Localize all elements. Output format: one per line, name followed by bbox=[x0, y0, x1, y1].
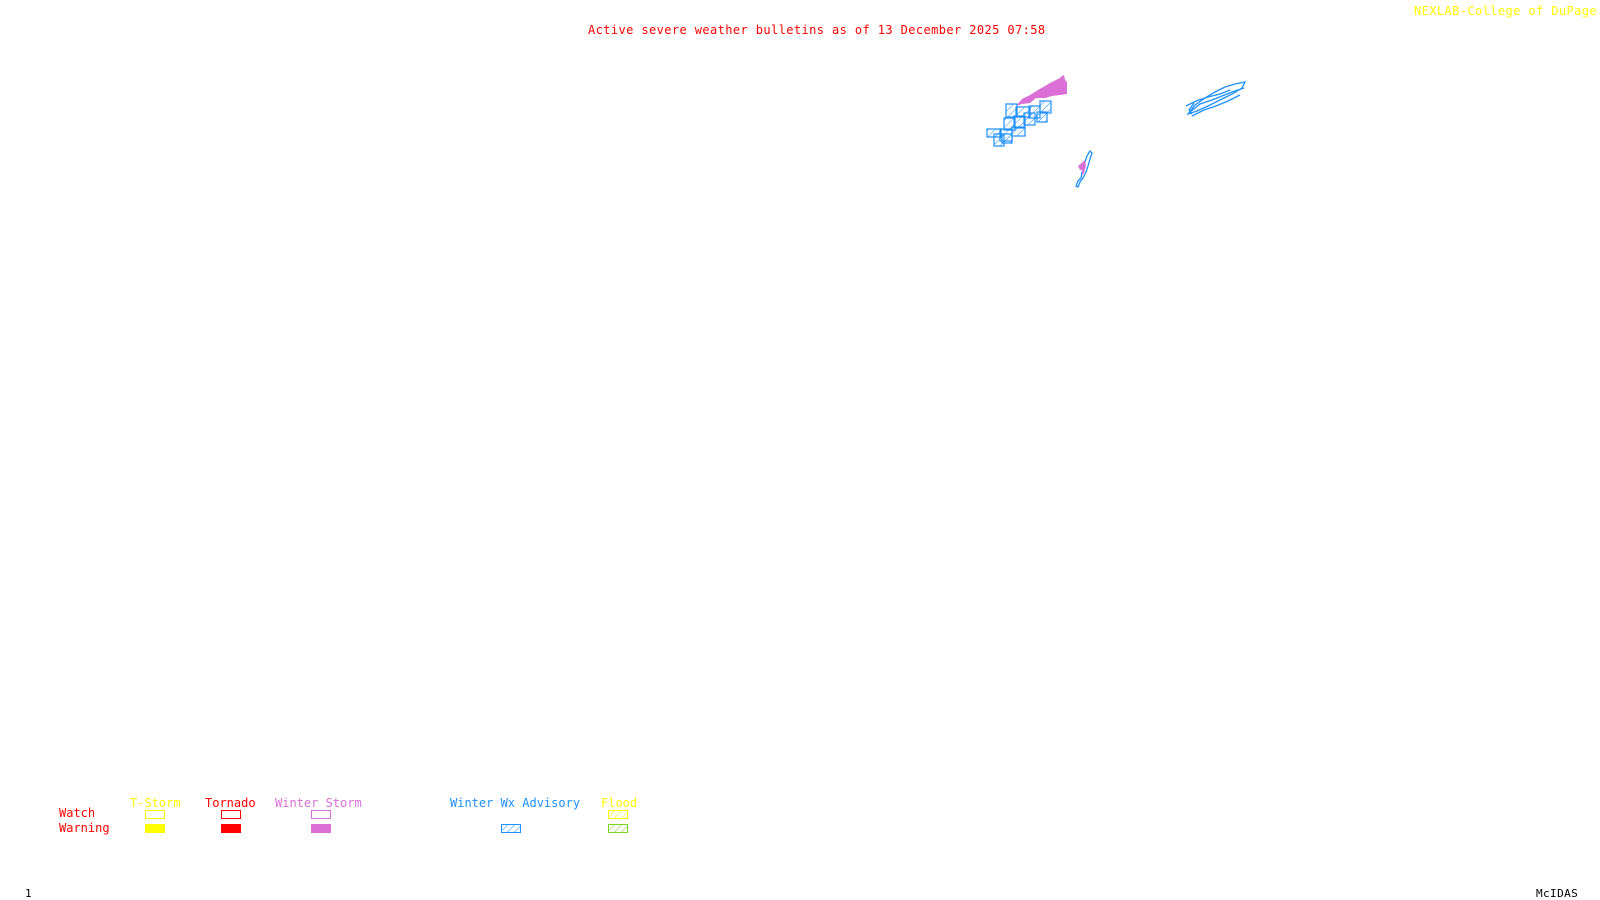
legend-row-watch: Watch bbox=[59, 806, 96, 820]
software-label: McIDAS bbox=[1536, 887, 1579, 900]
swatch-winter-wx-advisory-warning bbox=[501, 824, 521, 833]
swatch-tornado-watch bbox=[221, 810, 241, 819]
credit-label: NEXLAB-College of DuPage bbox=[1414, 5, 1600, 17]
winter-wx-advisory-area-northeast[interactable] bbox=[1185, 81, 1247, 117]
winter-storm-warning-area-coastal[interactable] bbox=[1078, 160, 1086, 176]
credit-text: NEXLAB-College of DuPage bbox=[1414, 4, 1597, 18]
frame-number: 1 bbox=[25, 887, 33, 900]
swatch-tornado-warning bbox=[221, 824, 241, 833]
winter-wx-advisory-area-north[interactable] bbox=[986, 100, 1052, 147]
swatch-flood-watch bbox=[608, 810, 628, 819]
winter-storm-warning-area-north[interactable] bbox=[1016, 75, 1067, 106]
swatch-winter-storm-watch bbox=[311, 810, 331, 819]
legend-header-tornado: Tornado bbox=[205, 796, 256, 810]
legend-header-winter-wx-advisory: Winter Wx Advisory bbox=[450, 796, 581, 810]
page-title: Active severe weather bulletins as of 13… bbox=[588, 23, 1046, 37]
legend-header-flood: Flood bbox=[601, 796, 638, 810]
swatch-winter-storm-warning bbox=[311, 824, 331, 833]
legend-header-tstorm: T-Storm bbox=[130, 796, 181, 810]
swatch-tstorm-warning bbox=[145, 824, 165, 833]
legend-row-warning: Warning bbox=[59, 821, 110, 835]
swatch-tstorm-watch bbox=[145, 810, 165, 819]
swatch-flood-warning bbox=[608, 824, 628, 833]
legend-header-winter-storm: Winter Storm bbox=[275, 796, 362, 810]
